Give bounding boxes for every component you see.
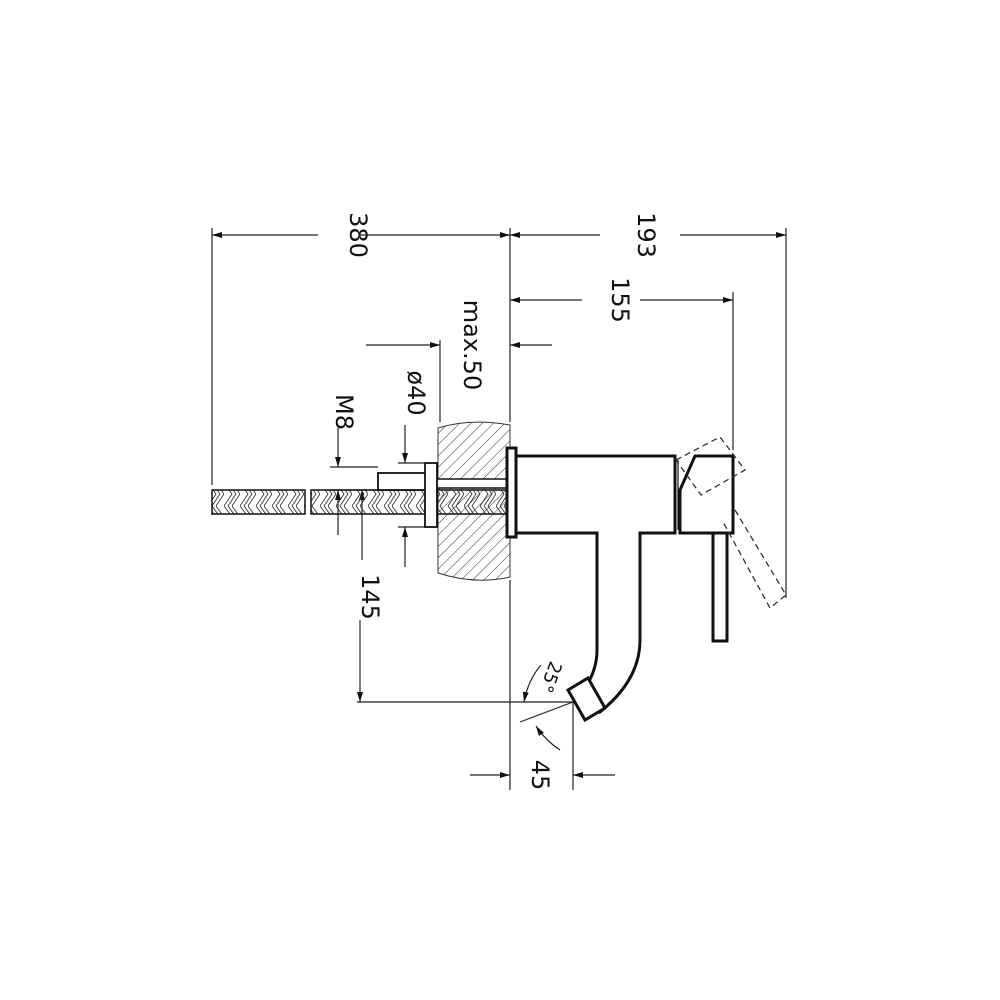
dimension-lines: [212, 232, 786, 778]
lever-handle: [675, 436, 787, 643]
mounting-stud: [377, 462, 511, 528]
counter-slab-left: [211, 489, 306, 515]
dim-max-thickness: max.50: [458, 300, 486, 390]
dim-spout-offset: 45: [526, 760, 554, 791]
dim-spout-height: 145: [356, 574, 384, 620]
extension-lines: [211, 228, 787, 790]
spout-aerator: [565, 675, 608, 723]
dim-reach-body: 155: [606, 277, 634, 323]
dim-reach-total: 193: [632, 212, 660, 258]
dim-thread: M8: [330, 394, 358, 430]
counter-slab-right: [310, 489, 511, 515]
dim-overall-length: 380: [344, 212, 372, 258]
dim-hole-diameter: ø40: [402, 370, 430, 415]
faucet-body: [505, 446, 677, 723]
dim-spout-angle: 25°: [535, 658, 566, 695]
